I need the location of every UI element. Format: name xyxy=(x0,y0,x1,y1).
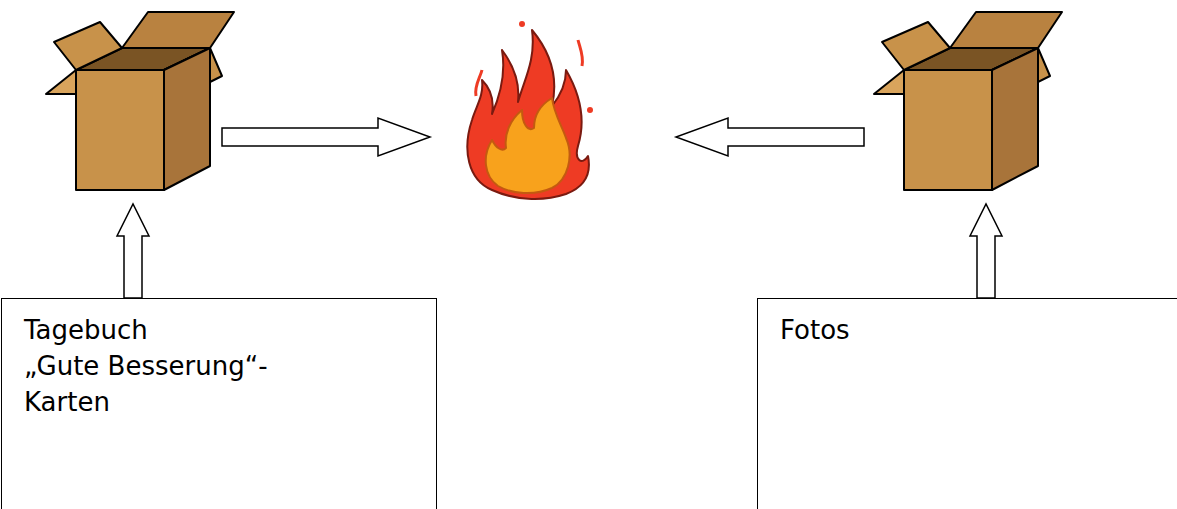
item-label: Fotos xyxy=(780,312,1070,348)
fire-symbol xyxy=(467,21,593,199)
cardboard-box xyxy=(874,12,1062,190)
hollow-arrow xyxy=(222,118,430,156)
text-box: Fotos xyxy=(757,298,1177,509)
text-box: Tagebuch„Gute Besserung“- Karten xyxy=(1,298,437,509)
item-label: „Gute Besserung“- Karten xyxy=(24,348,314,420)
item-label: Tagebuch xyxy=(24,312,314,348)
hollow-arrow xyxy=(970,204,1002,298)
cardboard-box xyxy=(46,12,234,190)
hollow-arrow xyxy=(676,118,864,156)
hollow-arrow xyxy=(117,204,149,298)
